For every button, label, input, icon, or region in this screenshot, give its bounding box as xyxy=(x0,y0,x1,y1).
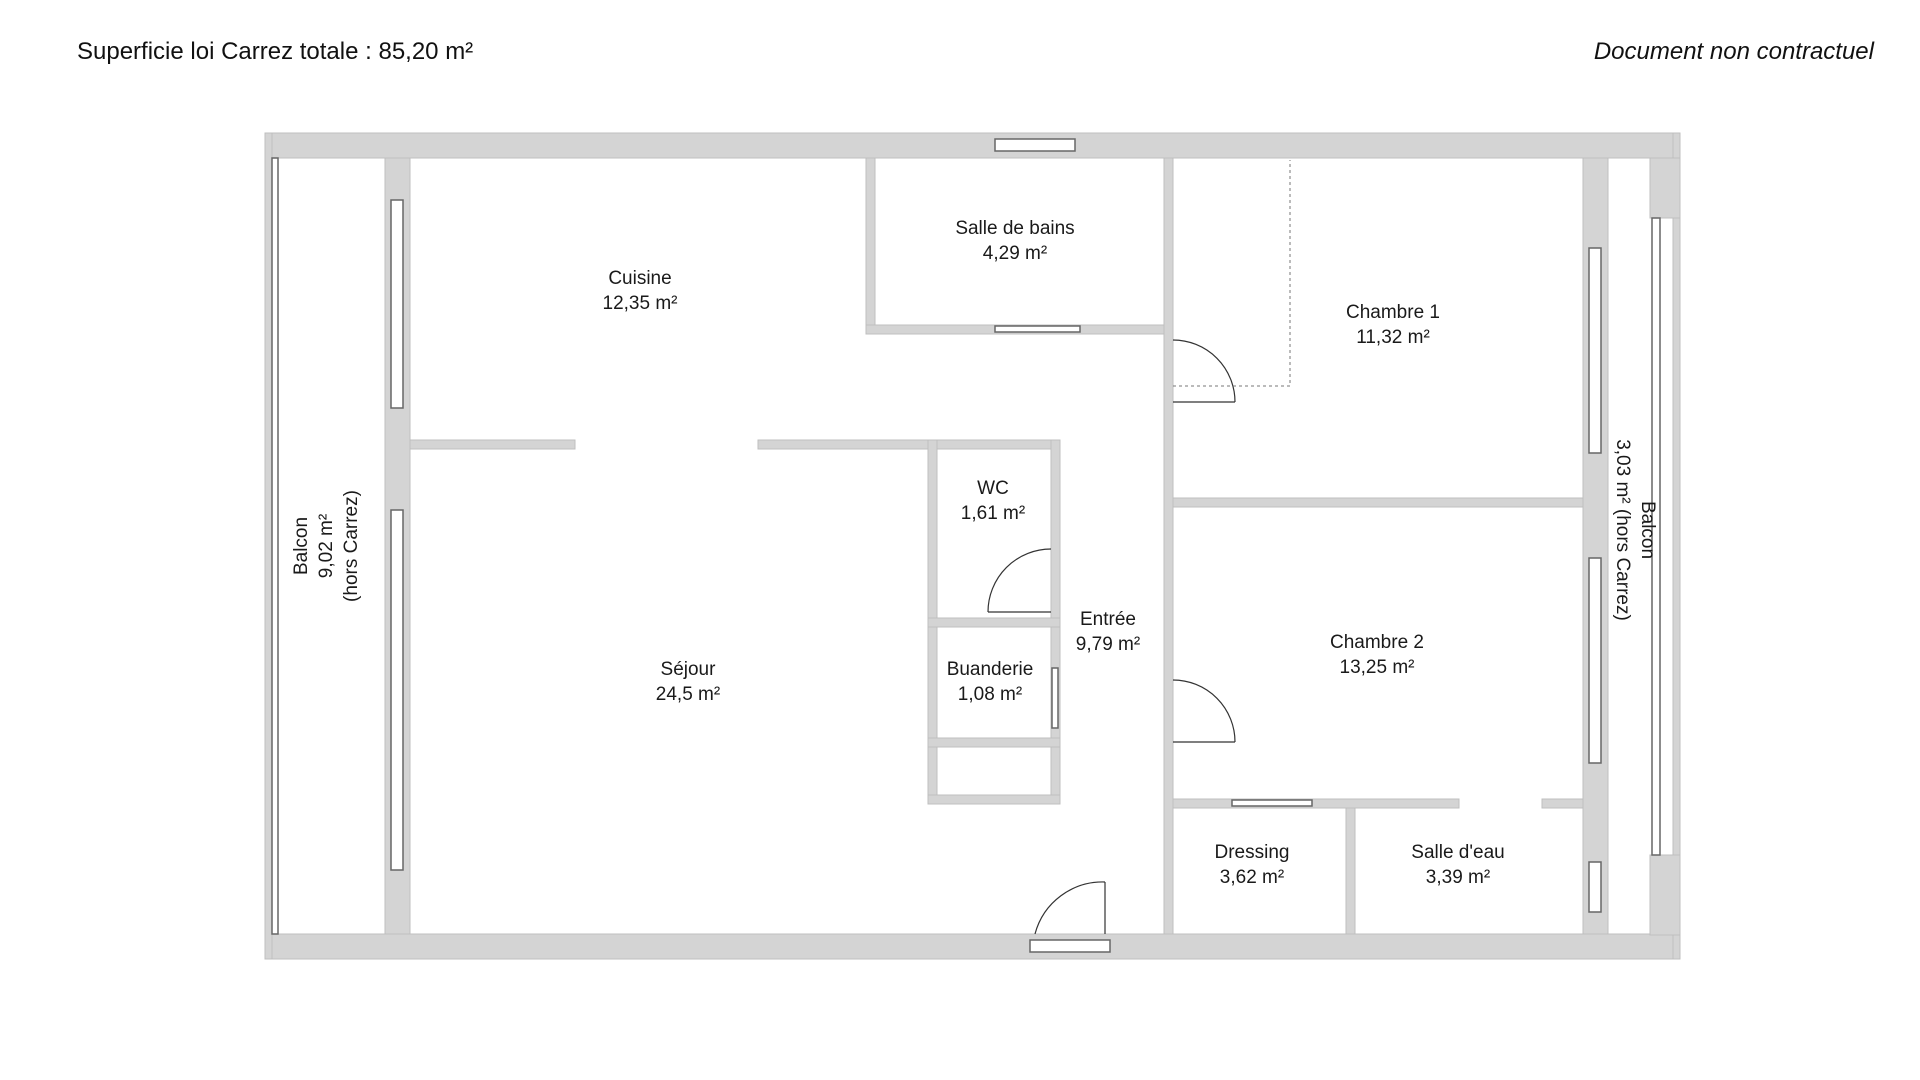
door-entree xyxy=(1034,881,1106,935)
room-name-wc: WC xyxy=(977,478,1009,499)
sliding-door-sdb xyxy=(994,325,1081,333)
wall-cuisine-sejour-right xyxy=(757,439,1061,450)
window-balcony-right xyxy=(1651,217,1661,856)
wall-cuisine-sejour-left xyxy=(409,439,576,450)
wall-corner-br xyxy=(1649,854,1681,936)
wall-dressing-top-right xyxy=(1541,798,1584,809)
window-right-ch1 xyxy=(1588,247,1602,454)
window-bottom xyxy=(1029,939,1111,953)
total-area-label: Superficie loi Carrez totale : 85,20 m² xyxy=(77,38,474,65)
wall-right-outer xyxy=(1672,132,1681,960)
balcony-left-note: (hors Carrez) xyxy=(341,490,362,602)
wall-top xyxy=(264,132,1681,159)
balcony-left-area: 9,02 m² xyxy=(316,514,337,578)
balcony-left-label: Balcon 9,02 m² (hors Carrez) xyxy=(291,490,362,602)
room-name-sejour: Séjour xyxy=(661,659,717,680)
room-area-wc: 1,61 m² xyxy=(961,503,1025,524)
room-name-buanderie: Buanderie xyxy=(947,659,1034,680)
room-name-chambre1: Chambre 1 xyxy=(1346,302,1440,323)
balcony-right-label: Balcon 3,03 m² (hors Carrez) xyxy=(1612,439,1658,621)
wall-central xyxy=(1163,157,1174,935)
room-name-chambre2: Chambre 2 xyxy=(1330,632,1424,653)
sliding-door-buanderie xyxy=(1051,667,1059,729)
room-area-salle-de-bains: 4,29 m² xyxy=(983,243,1047,264)
window-right-sde xyxy=(1588,861,1602,913)
disclaimer-label: Document non contractuel xyxy=(1593,38,1874,65)
room-area-buanderie: 1,08 m² xyxy=(958,684,1022,705)
window-right-ch2 xyxy=(1588,557,1602,764)
room-area-cuisine: 12,35 m² xyxy=(603,293,678,314)
window-left-lower xyxy=(390,509,404,871)
room-area-salle-eau: 3,39 m² xyxy=(1426,867,1490,888)
room-area-chambre2: 13,25 m² xyxy=(1340,657,1415,678)
wall-chambres xyxy=(1172,497,1584,508)
balcony-left-name: Balcon xyxy=(291,517,312,575)
window-top xyxy=(994,138,1076,152)
walls xyxy=(264,132,1681,960)
room-name-salle-de-bains: Salle de bains xyxy=(955,218,1074,239)
room-area-entree: 9,79 m² xyxy=(1076,634,1140,655)
window-balcony-left xyxy=(271,157,279,935)
wall-dressing-top-left xyxy=(1172,798,1460,809)
room-area-sejour: 24,5 m² xyxy=(656,684,720,705)
wall-sdb-left xyxy=(865,157,876,335)
sliding-door-dressing xyxy=(1231,799,1313,807)
door-chambre2 xyxy=(1172,679,1236,743)
balcony-right-area: 3,03 m² (hors Carrez) xyxy=(1612,439,1633,621)
windows xyxy=(271,138,1661,953)
room-name-cuisine: Cuisine xyxy=(608,268,671,289)
door-chambre1 xyxy=(1172,339,1236,403)
room-name-entree: Entrée xyxy=(1080,609,1136,630)
wall-dressing-right xyxy=(1345,807,1356,935)
wall-corner-tr xyxy=(1649,157,1681,219)
room-area-dressing: 3,62 m² xyxy=(1220,867,1284,888)
wall-block-bottom xyxy=(927,794,1061,805)
room-name-dressing: Dressing xyxy=(1215,842,1290,863)
wall-buanderie-bottom xyxy=(927,737,1061,748)
room-labels: Cuisine 12,35 m² Salle de bains 4,29 m² … xyxy=(291,218,1658,888)
room-name-salle-eau: Salle d'eau xyxy=(1411,842,1504,863)
window-left-upper xyxy=(390,199,404,409)
wall-wc-bottom xyxy=(927,617,1061,628)
doors xyxy=(987,160,1291,935)
balcony-right-name: Balcon xyxy=(1637,501,1658,559)
closet-outline xyxy=(1173,160,1291,387)
door-wc xyxy=(987,548,1052,613)
wall-bottom xyxy=(264,933,1681,960)
room-area-chambre1: 11,32 m² xyxy=(1356,327,1430,348)
wall-left xyxy=(264,132,273,960)
